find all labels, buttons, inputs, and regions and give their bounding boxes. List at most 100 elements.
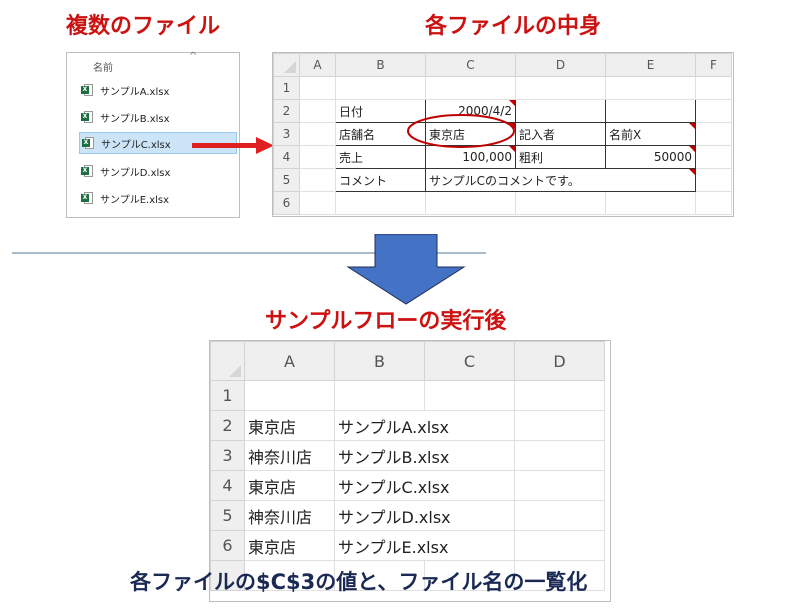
row-header[interactable]: 6 — [210, 530, 245, 561]
column-header[interactable]: B — [335, 53, 426, 77]
cell-E3[interactable]: 名前X — [605, 122, 696, 146]
cell-D[interactable] — [514, 380, 605, 411]
cell-E4[interactable]: 50000 — [605, 145, 696, 169]
cell[interactable] — [299, 99, 336, 123]
file-item[interactable]: X サンプルB.xlsx — [67, 106, 239, 128]
cell-D[interactable] — [514, 500, 605, 531]
cell[interactable] — [514, 560, 605, 591]
cell-D2[interactable] — [515, 99, 606, 123]
row-header[interactable]: 1 — [210, 380, 245, 411]
cell-D[interactable] — [514, 410, 605, 441]
column-header[interactable]: C — [425, 53, 516, 77]
cell[interactable] — [605, 76, 696, 100]
cell-D4[interactable]: 粗利 — [515, 145, 606, 169]
file-explorer: 名前 ^ X サンプルA.xlsx X サンプルB.xlsx X サンプルC.x… — [66, 51, 240, 218]
cell[interactable] — [335, 191, 426, 215]
row-header[interactable]: 2 — [273, 99, 300, 123]
row-header[interactable]: 5 — [273, 168, 300, 192]
cell[interactable] — [695, 76, 732, 100]
cell-B5[interactable]: コメント — [335, 168, 426, 192]
cell[interactable] — [695, 145, 732, 169]
cell[interactable] — [299, 168, 336, 192]
file-item-selected[interactable]: X サンプルC.xlsx — [79, 132, 237, 154]
row-header[interactable]: 1 — [273, 76, 300, 100]
excel-file-icon: X — [81, 192, 94, 204]
select-all-corner[interactable] — [210, 341, 245, 381]
cell[interactable] — [515, 191, 606, 215]
column-header[interactable]: A — [299, 53, 336, 77]
cell-C5-merged[interactable]: サンプルCのコメントです。 — [425, 168, 696, 192]
cell-A[interactable]: 神奈川店 — [244, 500, 335, 531]
row-header[interactable]: 2 — [210, 410, 245, 441]
column-header[interactable]: B — [334, 341, 425, 381]
cell-B[interactable]: サンプルA.xlsx — [334, 410, 515, 441]
cell-D[interactable] — [514, 440, 605, 471]
excel-file-icon: X — [81, 165, 94, 177]
cell-A[interactable]: 東京店 — [244, 530, 335, 561]
file-item[interactable]: X サンプルE.xlsx — [67, 187, 239, 209]
row-header[interactable]: 4 — [210, 470, 245, 501]
cell-D3[interactable]: 記入者 — [515, 122, 606, 146]
column-header[interactable]: C — [424, 341, 515, 381]
table-row: 2 東京店 サンプルA.xlsx — [210, 410, 605, 441]
cell[interactable] — [299, 122, 336, 146]
cell[interactable] — [605, 191, 696, 215]
cell[interactable] — [695, 191, 732, 215]
column-header[interactable]: F — [695, 53, 732, 77]
title-after-run: サンプルフローの実行後 — [265, 309, 507, 334]
cell[interactable] — [695, 122, 732, 146]
cell-A[interactable]: 東京店 — [244, 470, 335, 501]
column-header[interactable]: D — [515, 53, 606, 77]
cell-A[interactable]: 神奈川店 — [244, 440, 335, 471]
file-name: サンプルC.xlsx — [101, 139, 171, 151]
cell-B[interactable]: サンプルC.xlsx — [334, 470, 515, 501]
cell[interactable] — [425, 76, 516, 100]
cell[interactable] — [299, 76, 336, 100]
sort-chevron-icon[interactable]: ^ — [189, 51, 198, 62]
result-spreadsheet: A B C D 1 2 東京店 サンプルA.xlsx 3 神奈川店 サンプルB.… — [209, 340, 611, 602]
cell[interactable] — [695, 99, 732, 123]
cell-B[interactable]: サンプルE.xlsx — [334, 530, 515, 561]
file-item[interactable]: X サンプルD.xlsx — [67, 160, 239, 182]
cell-B[interactable] — [334, 380, 425, 411]
cell-E2[interactable] — [605, 99, 696, 123]
cell-A[interactable]: 東京店 — [244, 410, 335, 441]
cell[interactable] — [299, 191, 336, 215]
row-header[interactable]: 4 — [273, 145, 300, 169]
row-header[interactable]: 6 — [273, 191, 300, 215]
highlight-ellipse-icon — [407, 114, 515, 148]
cell[interactable] — [335, 76, 426, 100]
file-name: サンプルB.xlsx — [100, 113, 170, 125]
cell[interactable] — [515, 76, 606, 100]
select-all-corner[interactable] — [273, 53, 300, 77]
cell[interactable] — [334, 560, 425, 591]
cell-B[interactable]: サンプルB.xlsx — [334, 440, 515, 471]
cell[interactable] — [695, 168, 732, 192]
excel-file-icon: X — [81, 84, 94, 96]
column-header[interactable]: D — [514, 341, 605, 381]
file-item[interactable]: X サンプルA.xlsx — [67, 79, 239, 101]
caption: 各ファイルの$C$3の値と、ファイル名の一覧化 — [130, 570, 588, 594]
column-header[interactable]: A — [244, 341, 335, 381]
file-name: サンプルE.xlsx — [100, 194, 170, 206]
down-arrow-icon — [346, 234, 466, 305]
file-name: サンプルD.xlsx — [100, 167, 171, 179]
row-header[interactable] — [210, 560, 245, 591]
row-header[interactable]: 3 — [210, 440, 245, 471]
cell-A[interactable] — [244, 380, 335, 411]
column-header[interactable]: E — [605, 53, 696, 77]
cell[interactable] — [299, 145, 336, 169]
row-header[interactable]: 5 — [210, 500, 245, 531]
cell-D[interactable] — [514, 470, 605, 501]
table-row: 6 東京店 サンプルE.xlsx — [210, 530, 605, 561]
row-header[interactable]: 3 — [273, 122, 300, 146]
cell-C[interactable] — [424, 380, 515, 411]
title-file-contents: 各ファイルの中身 — [425, 14, 602, 39]
file-name: サンプルA.xlsx — [100, 86, 170, 98]
cell-B[interactable]: サンプルD.xlsx — [334, 500, 515, 531]
cell[interactable] — [425, 191, 516, 215]
name-column-header[interactable]: 名前 — [93, 63, 113, 74]
title-multiple-files: 複数のファイル — [66, 14, 221, 39]
cell-D[interactable] — [514, 530, 605, 561]
table-row: 4 東京店 サンプルC.xlsx — [210, 470, 605, 501]
